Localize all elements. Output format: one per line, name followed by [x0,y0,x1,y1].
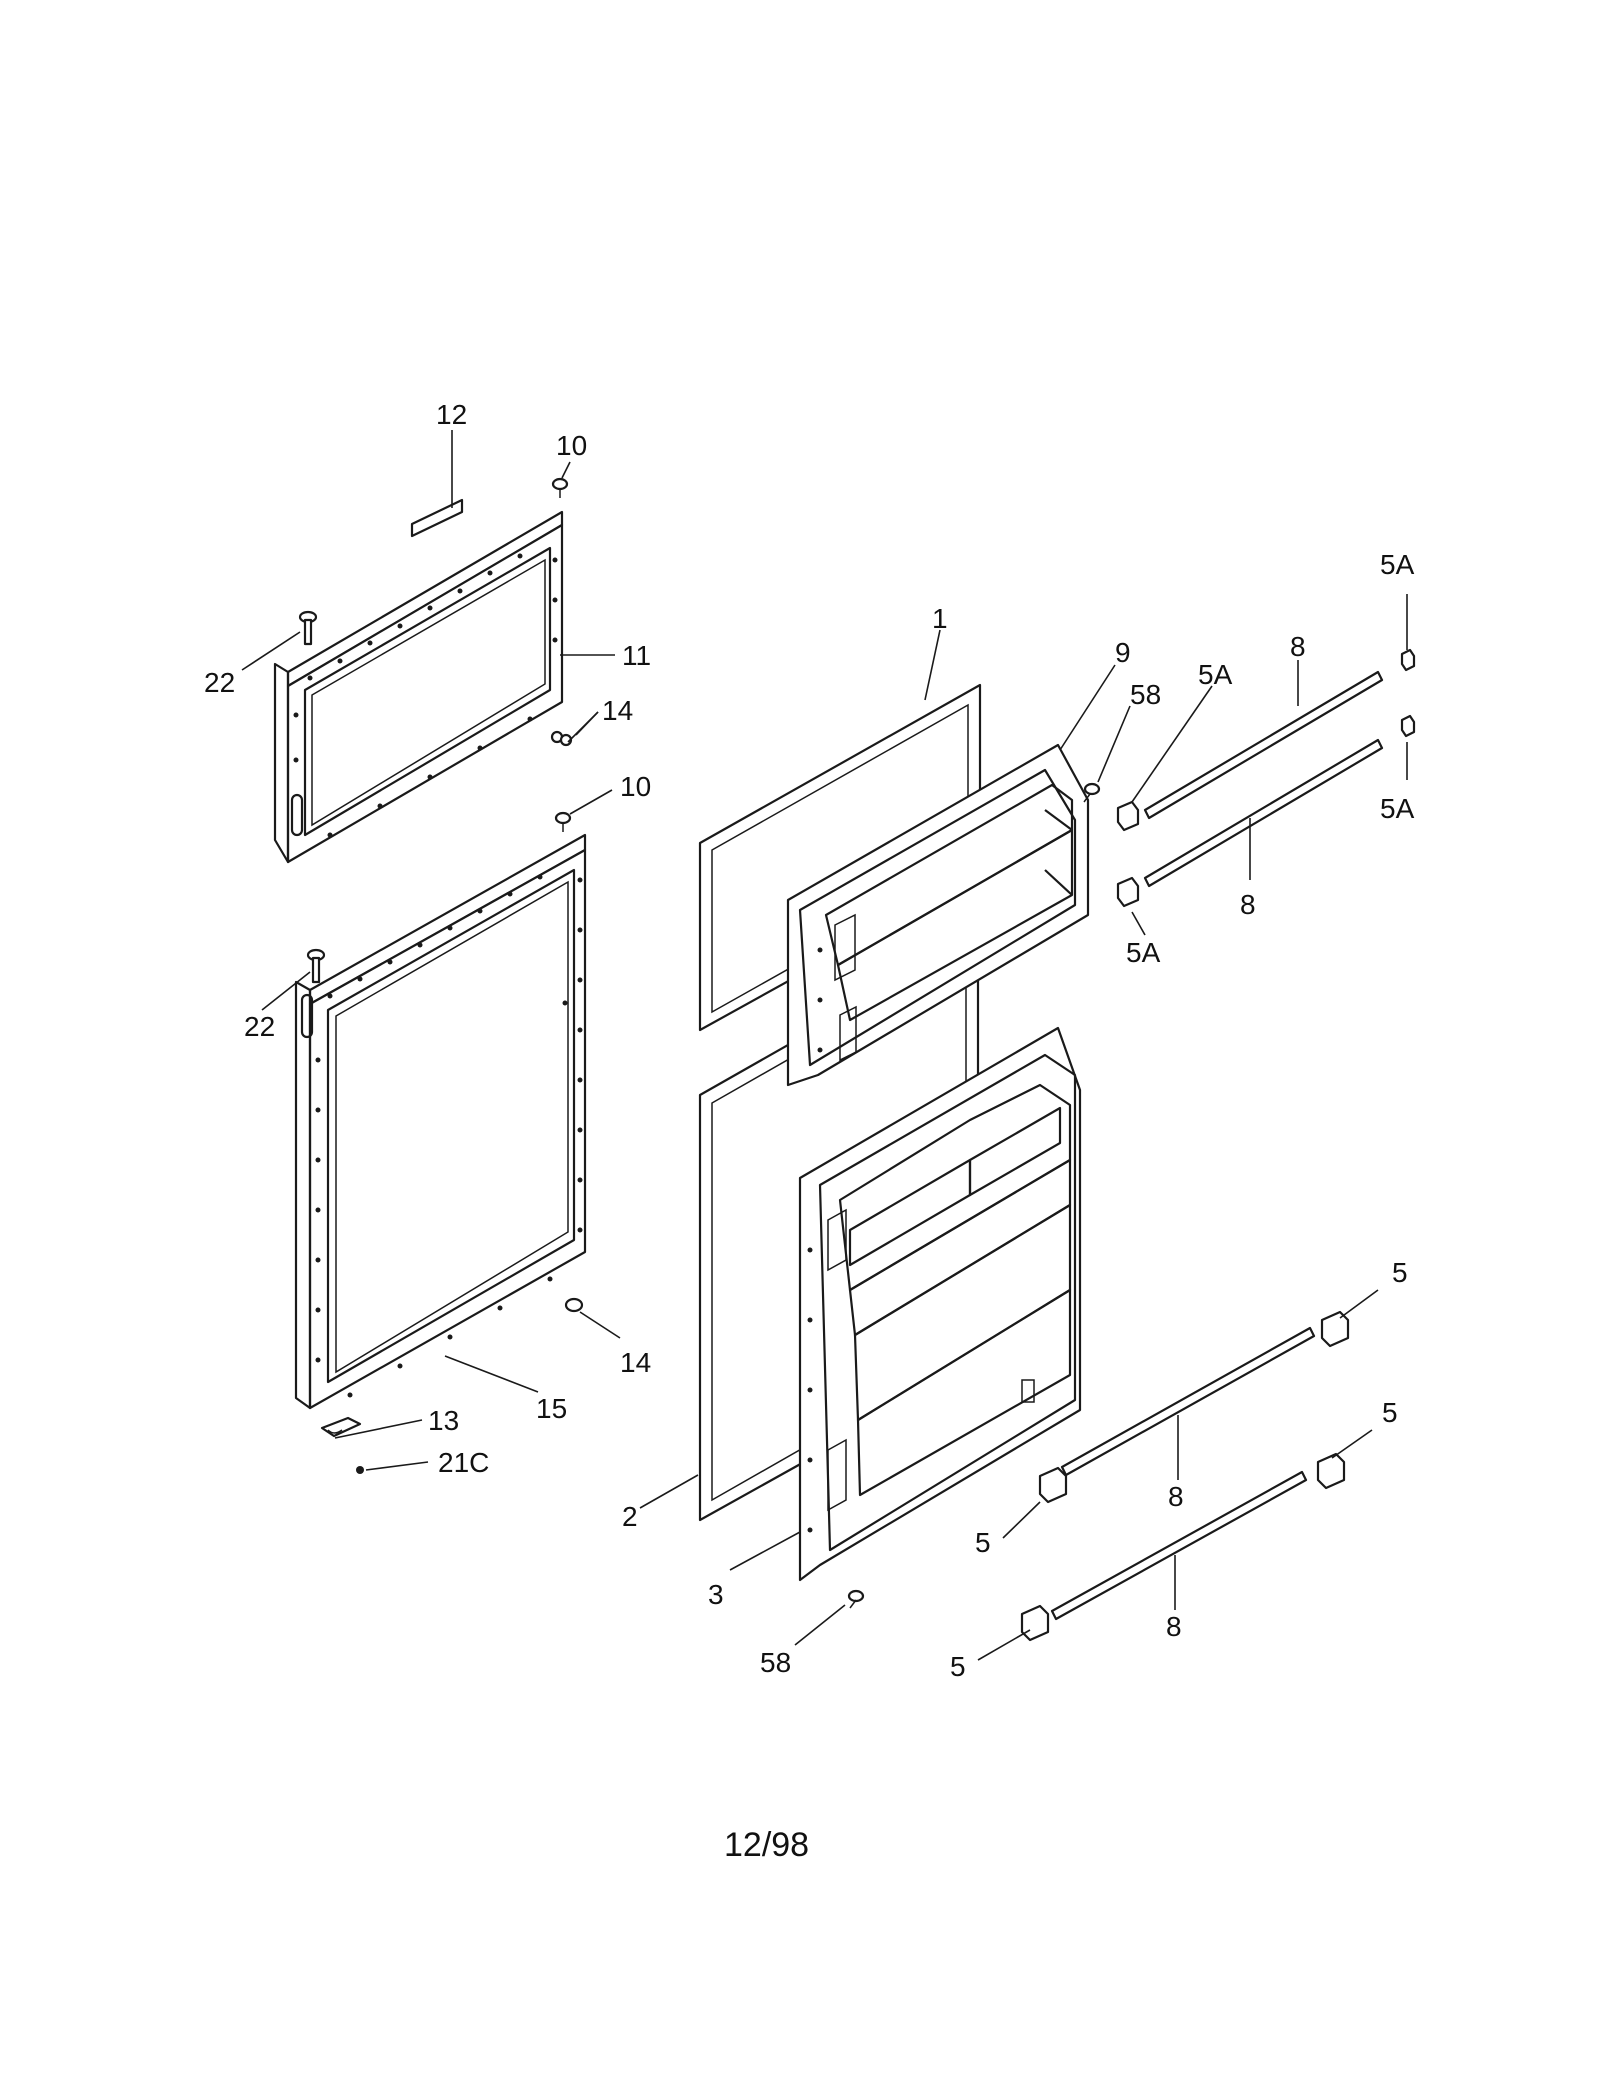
callout-15: 15 [536,1393,567,1424]
screw-58-top [1083,782,1101,803]
plug-14-bottom [564,1297,584,1313]
callout-11: 11 [622,640,651,671]
end-cap-5-1 [1320,1310,1350,1348]
date-code: 12/98 [724,1826,809,1864]
end-cap-5-4 [1020,1604,1050,1642]
callout-2: 2 [622,1501,638,1532]
callout-10-top: 10 [556,430,587,461]
screw-22-top [298,610,318,646]
callout-14-bottom: 14 [620,1347,651,1378]
panel-holes-top [293,553,558,838]
callout-8-c: 8 [1168,1481,1184,1512]
callout-5a-top: 5A [1380,549,1415,580]
callout-13: 13 [428,1405,459,1436]
callout-8-b: 8 [1240,889,1256,920]
callout-5-right-2: 5 [1382,1397,1398,1428]
end-cap-5a-3 [1400,648,1416,672]
freezer-shelf-rail-upper [1143,670,1384,820]
leader-lines [241,430,1408,1661]
callout-58-bottom: 58 [760,1647,791,1678]
callout-5a-right: 5A [1380,793,1415,824]
freezer-door-outer-panel [273,510,564,864]
callout-5a-b: 5A [1126,937,1161,968]
hinge-bushing-middle [554,811,572,832]
callout-labels: 12 10 11 22 14 10 22 14 15 13 21C 1 9 58… [204,399,1415,1682]
callout-5a-a: 5A [1198,659,1233,690]
plug-14-top [550,730,573,747]
freezer-door-liner [786,743,1090,1087]
callout-9: 9 [1115,637,1131,668]
callout-10-middle: 10 [620,771,651,802]
callout-5-right-1: 5 [1392,1257,1408,1288]
end-cap-5a-4 [1400,714,1416,738]
end-cap-5-2 [1038,1466,1068,1504]
callout-21c: 21C [438,1447,489,1478]
screw-58-bottom [847,1589,865,1609]
callout-1: 1 [932,603,948,634]
end-cap-5a-1 [1116,800,1140,832]
callout-14-top: 14 [602,695,633,726]
hinge-bracket [320,1416,362,1438]
callout-5-left-2: 5 [950,1651,966,1682]
callout-22-middle: 22 [244,1011,275,1042]
callout-12: 12 [436,399,467,430]
hinge-bushing-top [551,477,569,498]
fresh-food-door-liner [798,1026,1082,1582]
callout-8-d: 8 [1166,1611,1182,1642]
callout-22-top: 22 [204,667,235,698]
fresh-food-door-outer-panel [294,833,587,1410]
callout-3: 3 [708,1579,724,1610]
end-cap-5-3 [1316,1452,1346,1490]
panel-holes-bottom [315,874,583,1398]
end-cap-5a-2 [1116,876,1140,908]
nameplate [410,498,464,538]
screw-22-middle [306,948,326,984]
callout-8-a: 8 [1290,631,1306,662]
freezer-shelf-rail-lower [1143,738,1384,888]
callout-5-left-1: 5 [975,1527,991,1558]
callout-58-top: 58 [1130,679,1161,710]
screw-21c [356,1466,364,1474]
fresh-food-shelf-rail-upper [1060,1326,1316,1477]
fresh-food-shelf-rail-lower [1050,1470,1308,1621]
